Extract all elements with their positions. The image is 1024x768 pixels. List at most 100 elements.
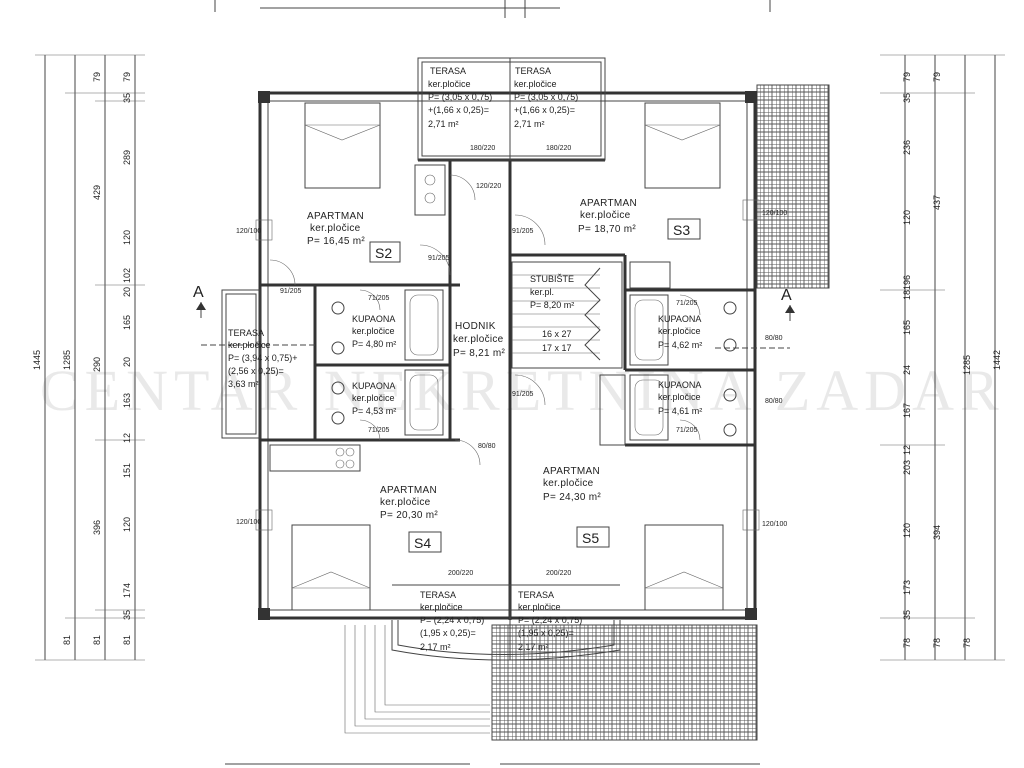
- svg-text:P= (2,24 x 0,75): P= (2,24 x 0,75): [420, 615, 484, 625]
- bed-s4: [291, 524, 371, 611]
- svg-text:203: 203: [902, 460, 912, 475]
- room-title: KUPAONA: [658, 314, 701, 324]
- dimension-chain-left: 1445 1285 429 290 396 79 81 81 79 35 289…: [32, 54, 145, 661]
- svg-text:P= (3,05 x 0,75): P= (3,05 x 0,75): [428, 92, 492, 102]
- stair-steps-2: 17 x 17: [542, 343, 572, 353]
- svg-text:TERASA: TERASA: [430, 66, 466, 76]
- svg-text:12: 12: [122, 433, 132, 443]
- svg-text:35: 35: [902, 93, 912, 103]
- terrace-north: [417, 57, 606, 161]
- svg-text:24: 24: [902, 365, 912, 375]
- svg-text:71/205: 71/205: [676, 300, 698, 307]
- top-cropped-lines: [214, 0, 771, 18]
- svg-text:79: 79: [122, 72, 132, 82]
- building-outline: [258, 91, 757, 620]
- room-title: APARTMAN: [307, 211, 364, 222]
- svg-text:(1,95 x 0,25)=: (1,95 x 0,25)=: [420, 628, 476, 638]
- svg-text:91/205: 91/205: [428, 255, 450, 262]
- bathroom-fixtures: [331, 289, 737, 441]
- svg-text:P= (3,94 x 0,75)+: P= (3,94 x 0,75)+: [228, 353, 298, 363]
- svg-text:165: 165: [122, 315, 132, 330]
- room-area: P= 4,62 m²: [658, 340, 702, 350]
- svg-text:120/100: 120/100: [236, 228, 261, 235]
- svg-text:81: 81: [122, 635, 132, 645]
- svg-text:35: 35: [122, 610, 132, 620]
- room-s2: APARTMAN ker.pločice P= 16,45 m² S2: [307, 211, 401, 263]
- svg-text:173: 173: [902, 580, 912, 595]
- svg-text:71/205: 71/205: [676, 427, 698, 434]
- svg-text:2,71 m²: 2,71 m²: [514, 119, 545, 129]
- room-stairs: STUBIŠTE ker.pl. P= 8,20 m² 16 x 27 17 x…: [530, 274, 574, 353]
- svg-text:A: A: [193, 284, 204, 301]
- room-finish: ker.pločice: [543, 478, 594, 489]
- room-finish: ker.pločice: [352, 326, 395, 336]
- bed-s3: [644, 102, 721, 189]
- room-code: S5: [582, 530, 599, 546]
- svg-text:35: 35: [122, 93, 132, 103]
- room-title: STUBIŠTE: [530, 274, 574, 284]
- entrance-steps: [344, 625, 490, 734]
- svg-text:394: 394: [932, 525, 942, 540]
- svg-text:91/205: 91/205: [512, 228, 534, 235]
- section-marker-east: A: [715, 287, 795, 349]
- svg-text:79: 79: [902, 72, 912, 82]
- svg-text:3,63 m²: 3,63 m²: [228, 379, 259, 389]
- stair-steps-1: 16 x 27: [542, 329, 572, 339]
- svg-text:80/80: 80/80: [478, 443, 496, 450]
- terrace-north-left: TERASA ker.pločice P= (3,05 x 0,75) +(1,…: [428, 66, 492, 129]
- svg-text:TERASA: TERASA: [420, 590, 456, 600]
- room-finish: ker.pločice: [380, 497, 431, 508]
- room-code: S3: [673, 222, 690, 238]
- room-area: P= 8,21 m²: [453, 348, 506, 359]
- svg-text:80/80: 80/80: [765, 398, 783, 405]
- svg-text:18: 18: [902, 290, 912, 300]
- svg-text:290: 290: [92, 357, 102, 372]
- room-title: KUPAONA: [352, 314, 395, 324]
- svg-text:TERASA: TERASA: [228, 328, 264, 338]
- svg-text:91/205: 91/205: [512, 391, 534, 398]
- room-area: P= 18,70 m²: [578, 224, 636, 235]
- roof-hatch-south: [491, 624, 758, 741]
- svg-text:200/220: 200/220: [546, 570, 571, 577]
- svg-text:120: 120: [122, 517, 132, 532]
- svg-text:2,17 m²: 2,17 m²: [518, 642, 549, 652]
- room-finish: ker.pločice: [352, 393, 395, 403]
- svg-text:236: 236: [902, 140, 912, 155]
- svg-text:151: 151: [122, 463, 132, 478]
- room-area: P= 8,20 m²: [530, 300, 574, 310]
- terrace-south-right: TERASA ker.pločice P= (2,24 x 0,75) (1,9…: [518, 590, 582, 652]
- room-code: S2: [375, 245, 392, 261]
- svg-text:78: 78: [932, 638, 942, 648]
- svg-text:80/80: 80/80: [765, 335, 783, 342]
- room-title: APARTMAN: [580, 198, 637, 209]
- svg-text:180/220: 180/220: [470, 145, 495, 152]
- door-swings: [269, 174, 701, 466]
- svg-text:120/100: 120/100: [236, 519, 261, 526]
- svg-text:12: 12: [902, 445, 912, 455]
- svg-text:20: 20: [122, 287, 132, 297]
- staircase: [511, 261, 623, 369]
- svg-text:396: 396: [92, 520, 102, 535]
- kitchenettes: [269, 164, 671, 472]
- room-s4: APARTMAN ker.pločice P= 20,30 m² S4: [380, 485, 442, 553]
- svg-text:ker.pločice: ker.pločice: [518, 602, 561, 612]
- room-code: S4: [414, 535, 431, 551]
- svg-text:120/220: 120/220: [476, 183, 501, 190]
- svg-text:81: 81: [92, 635, 102, 645]
- room-finish: ker.pločice: [310, 223, 361, 234]
- room-finish: ker.pločice: [453, 334, 504, 345]
- svg-text:71/205: 71/205: [368, 427, 390, 434]
- bed-s5: [644, 524, 724, 611]
- svg-text:200/220: 200/220: [448, 570, 473, 577]
- svg-text:78: 78: [962, 638, 972, 648]
- svg-text:78: 78: [902, 638, 912, 648]
- svg-text:174: 174: [122, 583, 132, 598]
- svg-text:A: A: [781, 287, 792, 304]
- svg-text:81: 81: [62, 635, 72, 645]
- svg-text:79: 79: [932, 72, 942, 82]
- svg-text:71/205: 71/205: [368, 295, 390, 302]
- svg-text:ker.pločice: ker.pločice: [514, 79, 557, 89]
- svg-text:+(1,66 x 0,25)=: +(1,66 x 0,25)=: [428, 105, 489, 115]
- room-area: P= 4,53 m²: [352, 406, 396, 416]
- svg-text:35: 35: [902, 610, 912, 620]
